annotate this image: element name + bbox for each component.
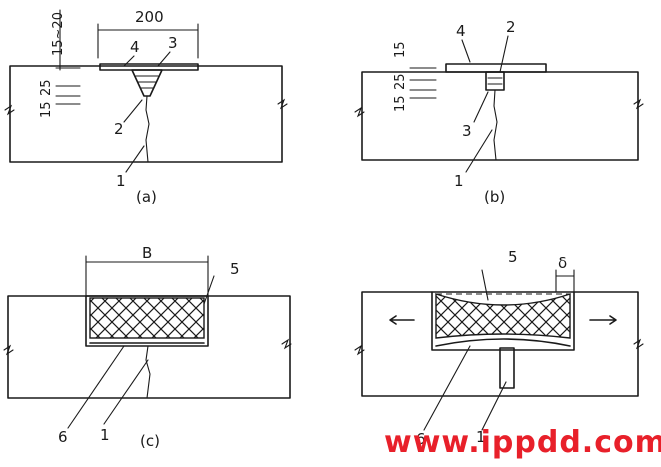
panel-a: 200 15~20 25 15 4 3 2 1 (a) [4,8,288,206]
callout-6d: 6 [416,430,426,448]
panel-b: 15 25 15 4 2 3 1 (b) [354,18,644,206]
label-25-a: 25 [39,79,54,96]
caption-a: (a) [136,188,157,206]
callout-4a: 4 [130,38,140,56]
arrow-left-d [389,315,415,325]
label-25-b: 25 [393,73,408,90]
break-mark-left-b [354,106,365,118]
label-B: B [142,244,152,262]
break-mark-right-a [277,98,288,110]
label-15-top-b: 15 [393,41,408,58]
break-mark-right-d [633,338,644,350]
panel-c: B 5 6 1 (c) [3,244,292,450]
break-mark-left-d [354,344,365,356]
filler-5c [89,297,205,339]
recess-d [431,291,575,351]
label-delta: δ [558,254,567,272]
break-mark-left-c [3,344,14,356]
callout-3b: 3 [462,122,472,140]
crack-c [145,345,151,399]
watermark-text: www.ippdd.com [384,425,661,460]
crack-b [493,89,498,161]
label-200: 200 [135,8,164,26]
label-15-b: 15 [393,95,408,112]
groove-filler-a [131,69,163,97]
callout-1c: 1 [100,426,110,444]
callout-5d: 5 [508,248,518,266]
caption-c: (c) [140,432,160,450]
callout-1d: 1 [476,428,486,446]
filler-5d [435,293,571,339]
crack-gap-d [499,347,515,389]
sealing-strip-4a [99,63,199,71]
break-mark-right-c [281,338,292,350]
caption-b: (b) [484,188,505,206]
label-15-a: 15 [39,101,54,118]
callout-6c: 6 [58,428,68,446]
break-mark-left-a [4,104,15,116]
crack-a [145,95,150,163]
sealing-strip-4b [445,63,547,73]
callout-3a: 3 [168,34,178,52]
callout-1a: 1 [116,172,126,190]
callout-5c: 5 [230,260,240,278]
break-mark-right-b [633,98,644,110]
label-15-20: 15~20 [51,12,66,56]
callout-4b: 4 [456,22,466,40]
panel-d: δ 5 6 1 [354,248,644,448]
groove-filler-b [485,71,505,91]
callout-2a: 2 [114,120,124,138]
bond-layer-6d [435,338,571,347]
callout-2b: 2 [506,18,516,36]
slab-a [9,65,283,163]
recess-c [85,295,209,347]
arrow-right-d [589,315,617,325]
callout-1b: 1 [454,172,464,190]
